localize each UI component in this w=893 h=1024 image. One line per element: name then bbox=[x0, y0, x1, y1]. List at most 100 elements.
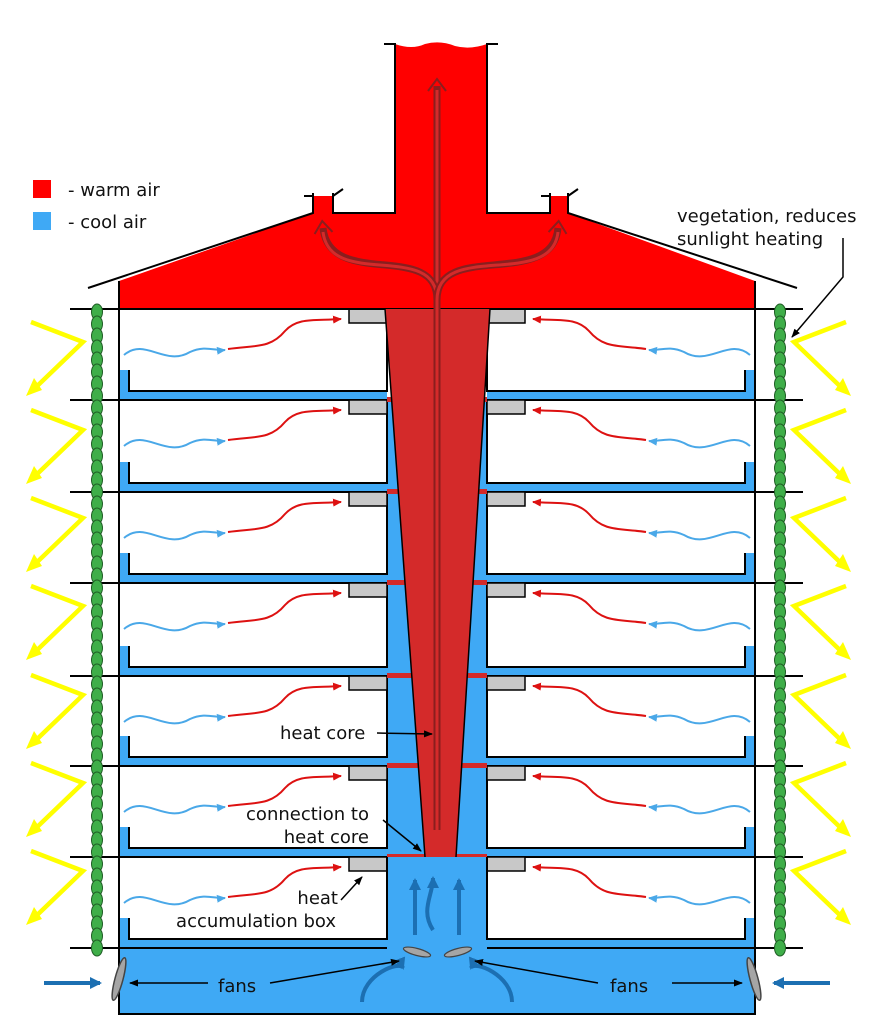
floor-cool-air-left bbox=[119, 736, 387, 766]
basement-cool-air-zone bbox=[118, 857, 756, 1015]
sunlight-zigzag-right bbox=[789, 760, 847, 833]
floor-cool-air-left bbox=[119, 370, 387, 400]
warm-flow-arrow-right bbox=[532, 315, 647, 350]
cool-flow-arrow-right bbox=[648, 346, 751, 358]
sunlight-zigzag-right bbox=[789, 848, 847, 921]
vegetation-strip-right bbox=[774, 303, 786, 957]
updraft-arrow-left-curve bbox=[425, 876, 439, 932]
room-outline-right bbox=[486, 765, 755, 849]
sunlight-arrowhead-right bbox=[835, 907, 851, 925]
accumulation-box-left bbox=[348, 491, 388, 507]
warm-flow-arrow-left bbox=[227, 406, 342, 441]
sunlight-arrows bbox=[26, 319, 851, 925]
core-side-cool-right bbox=[473, 492, 487, 583]
heat-core-pointer bbox=[376, 730, 433, 738]
sunlight-zigzag-right bbox=[789, 407, 847, 480]
vegetation-strip-left bbox=[91, 303, 103, 957]
sunlight-zigzag-left bbox=[30, 848, 88, 921]
sunlight-arrowhead-right bbox=[835, 466, 851, 484]
warm-flow-arrow-right bbox=[532, 772, 647, 807]
cool-flow-arrow-right bbox=[648, 437, 751, 449]
cool-flow-arrow-left bbox=[123, 437, 226, 449]
roof-outline-right bbox=[486, 43, 798, 289]
sunlight-arrowhead-left bbox=[26, 819, 42, 837]
fans-group bbox=[111, 946, 762, 1002]
core-side-cool-right bbox=[461, 676, 487, 766]
accumulation-box-right bbox=[486, 399, 526, 415]
sunlight-zigzag-right bbox=[789, 672, 847, 745]
warm-flow-arrow-right bbox=[532, 863, 647, 898]
fan-blade-left-icon bbox=[111, 956, 127, 1002]
cool-flow-arrow-right bbox=[648, 894, 751, 906]
sunlight-arrowhead-right bbox=[835, 378, 851, 396]
room-outline-right bbox=[486, 856, 755, 940]
central-intake-shaft-edges bbox=[386, 857, 488, 940]
vegetation-label-line1: vegetation, reduces bbox=[677, 206, 857, 227]
floor-cool-air-right bbox=[487, 462, 755, 492]
sunlight-arrowhead-right bbox=[835, 554, 851, 572]
sunlight-arrowhead-left bbox=[26, 642, 42, 660]
cool-flow-arrow-right bbox=[648, 803, 751, 815]
cool-flow-arrow-right bbox=[648, 529, 751, 541]
roof-warm-air-zone bbox=[87, 42, 798, 310]
legend-swatch-cool bbox=[33, 212, 51, 230]
accumulation-box-right bbox=[486, 582, 526, 598]
room-outline-left bbox=[119, 399, 388, 484]
room-outline-right bbox=[486, 491, 755, 575]
sunlight-zigzag-right bbox=[789, 319, 847, 392]
sunlight-arrowhead-left bbox=[26, 907, 42, 925]
sunlight-zigzag-left bbox=[30, 760, 88, 833]
legend-label-cool: - cool air bbox=[68, 212, 147, 233]
sunlight-zigzag-left bbox=[30, 583, 88, 656]
accumulation-box-left bbox=[348, 308, 388, 324]
accumulation-box-left bbox=[348, 675, 388, 691]
core-side-cool-left bbox=[387, 766, 426, 857]
annotations: vegetation, reduces sunlight heating hea… bbox=[129, 206, 857, 997]
fans-pointer-left-b bbox=[269, 958, 400, 984]
roof-outline-left bbox=[87, 43, 396, 289]
warm-flow-arrow-left bbox=[227, 315, 342, 350]
sunlight-arrowhead-left bbox=[26, 731, 42, 749]
heat-core-edges bbox=[384, 308, 491, 858]
warm-flow-arrow-left bbox=[227, 772, 342, 807]
updraft-arrow-right-low bbox=[468, 956, 514, 1003]
sunlight-zigzag-right bbox=[789, 495, 847, 568]
floor-cool-air-right bbox=[487, 646, 755, 676]
floor-cool-air-right bbox=[487, 370, 755, 400]
accumulation-box-right bbox=[486, 675, 526, 691]
heat-box-pointer bbox=[340, 876, 363, 901]
warm-flow-arrow-left bbox=[227, 682, 342, 717]
cool-flow-arrow-right bbox=[648, 620, 751, 632]
fan-blade-right-icon bbox=[746, 956, 762, 1002]
roof-vent-right bbox=[541, 188, 579, 197]
fans-pointer-right-b bbox=[474, 958, 599, 984]
connection-label-line1: connection to bbox=[246, 804, 369, 825]
fan-center-right-icon bbox=[443, 946, 473, 958]
heat-core-label: heat core bbox=[280, 723, 365, 744]
room-outline-right bbox=[486, 582, 755, 668]
sunlight-arrowhead-right bbox=[835, 642, 851, 660]
core-side-cool-left bbox=[387, 676, 419, 766]
floor-cool-air-left bbox=[119, 918, 387, 948]
cool-flow-arrow-left bbox=[123, 713, 226, 725]
floor-cool-air-left bbox=[119, 553, 387, 583]
cool-flow-arrow-left bbox=[123, 803, 226, 815]
cool-flow-arrow-left bbox=[123, 894, 226, 906]
warm-flow-arrow-right bbox=[532, 682, 647, 717]
floor-cool-air-right bbox=[487, 827, 755, 857]
accumulation-box-right bbox=[486, 491, 526, 507]
core-side-cool-right bbox=[456, 766, 487, 857]
floor-cool-air-left bbox=[119, 646, 387, 676]
accumulation-box-left bbox=[348, 399, 388, 415]
accumulation-box-right bbox=[486, 765, 526, 781]
vegetation-strips bbox=[91, 303, 786, 957]
sunlight-zigzag-left bbox=[30, 495, 88, 568]
warm-flow-arrow-right bbox=[532, 498, 647, 533]
cool-flow-arrow-left bbox=[123, 529, 226, 541]
floor-cool-air-right bbox=[487, 736, 755, 766]
heat-box-label-line2: accumulation box bbox=[176, 911, 336, 932]
room-outline-left bbox=[119, 491, 388, 575]
chimney-arrow-left-inner bbox=[321, 231, 439, 301]
cool-flow-arrow-left bbox=[123, 346, 226, 358]
